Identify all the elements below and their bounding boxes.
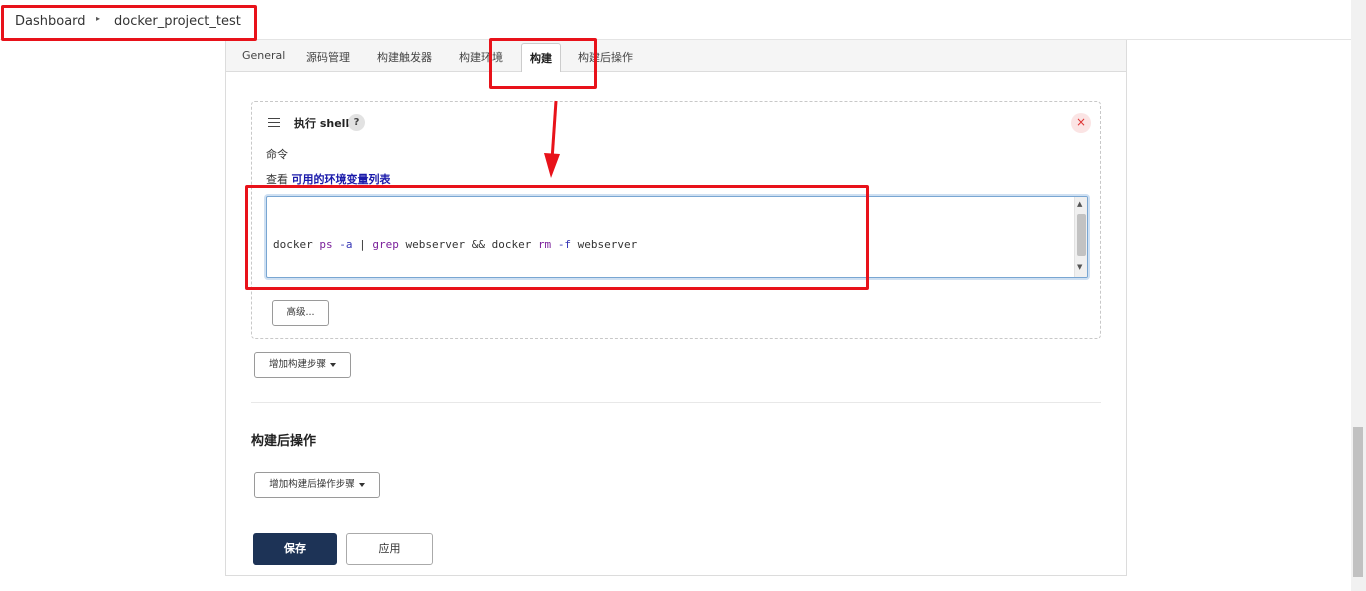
env-vars-link[interactable]: 可用的环境变量列表 <box>291 173 391 186</box>
config-tabbar: General 源码管理 构建触发器 构建环境 构建 构建后操作 <box>226 40 1126 72</box>
page-scrollbar[interactable] <box>1351 0 1366 591</box>
command-textarea[interactable]: docker ps -a | grep webserver && docker … <box>266 196 1088 278</box>
tab-build-env[interactable]: 构建环境 <box>459 51 503 64</box>
breadcrumb-project[interactable]: docker_project_test <box>114 14 241 29</box>
help-icon[interactable]: ? <box>348 114 365 131</box>
delete-step-button[interactable]: × <box>1071 113 1091 133</box>
command-label: 命令 <box>266 148 288 161</box>
tab-build[interactable]: 构建 <box>521 43 561 72</box>
annotation-box-command <box>245 185 869 290</box>
section-divider <box>251 402 1101 403</box>
tab-general[interactable]: General <box>242 49 286 62</box>
textarea-scrollbar[interactable]: ▲ ▼ <box>1074 197 1087 277</box>
add-post-build-label: 增加构建后操作步骤 <box>269 479 355 490</box>
step-title: 执行 shell <box>294 117 350 130</box>
advanced-button[interactable]: 高级... <box>272 300 329 326</box>
post-build-title: 构建后操作 <box>251 434 317 449</box>
add-build-step-label: 增加构建步骤 <box>268 359 326 370</box>
command-code: docker ps -a | grep webserver && docker … <box>273 199 796 277</box>
tab-scm[interactable]: 源码管理 <box>306 51 350 64</box>
save-button[interactable]: 保存 <box>253 533 337 565</box>
scroll-down-icon[interactable]: ▼ <box>1077 263 1083 271</box>
annotation-box-breadcrumb <box>1 5 257 41</box>
add-post-build-step-button[interactable]: 增加构建后操作步骤 <box>254 472 380 498</box>
tab-triggers[interactable]: 构建触发器 <box>377 51 432 64</box>
env-vars-line: 查看 可用的环境变量列表 <box>266 171 391 187</box>
chevron-right-icon: ▸ <box>96 14 101 23</box>
tab-post-build[interactable]: 构建后操作 <box>578 51 633 64</box>
page-scroll-thumb[interactable] <box>1353 427 1363 577</box>
drag-handle-icon[interactable] <box>268 118 280 127</box>
add-build-step-button[interactable]: 增加构建步骤 <box>254 352 351 378</box>
breadcrumb-dashboard[interactable]: Dashboard <box>15 14 86 29</box>
config-panel: General 源码管理 构建触发器 构建环境 构建 构建后操作 执行 shel… <box>225 40 1127 576</box>
caret-down-icon <box>330 362 336 367</box>
caret-down-icon <box>358 482 365 487</box>
env-prefix: 查看 <box>266 173 292 186</box>
apply-button[interactable]: 应用 <box>346 533 433 565</box>
scroll-up-icon[interactable]: ▲ <box>1077 200 1083 208</box>
annotation-box-build-tab <box>489 38 597 89</box>
code-line-1: docker ps -a | grep webserver && docker … <box>273 238 638 251</box>
scroll-thumb[interactable] <box>1077 214 1086 256</box>
execute-shell-step: 执行 shell ? × 命令 查看 可用的环境变量列表 docker ps -… <box>251 101 1101 339</box>
